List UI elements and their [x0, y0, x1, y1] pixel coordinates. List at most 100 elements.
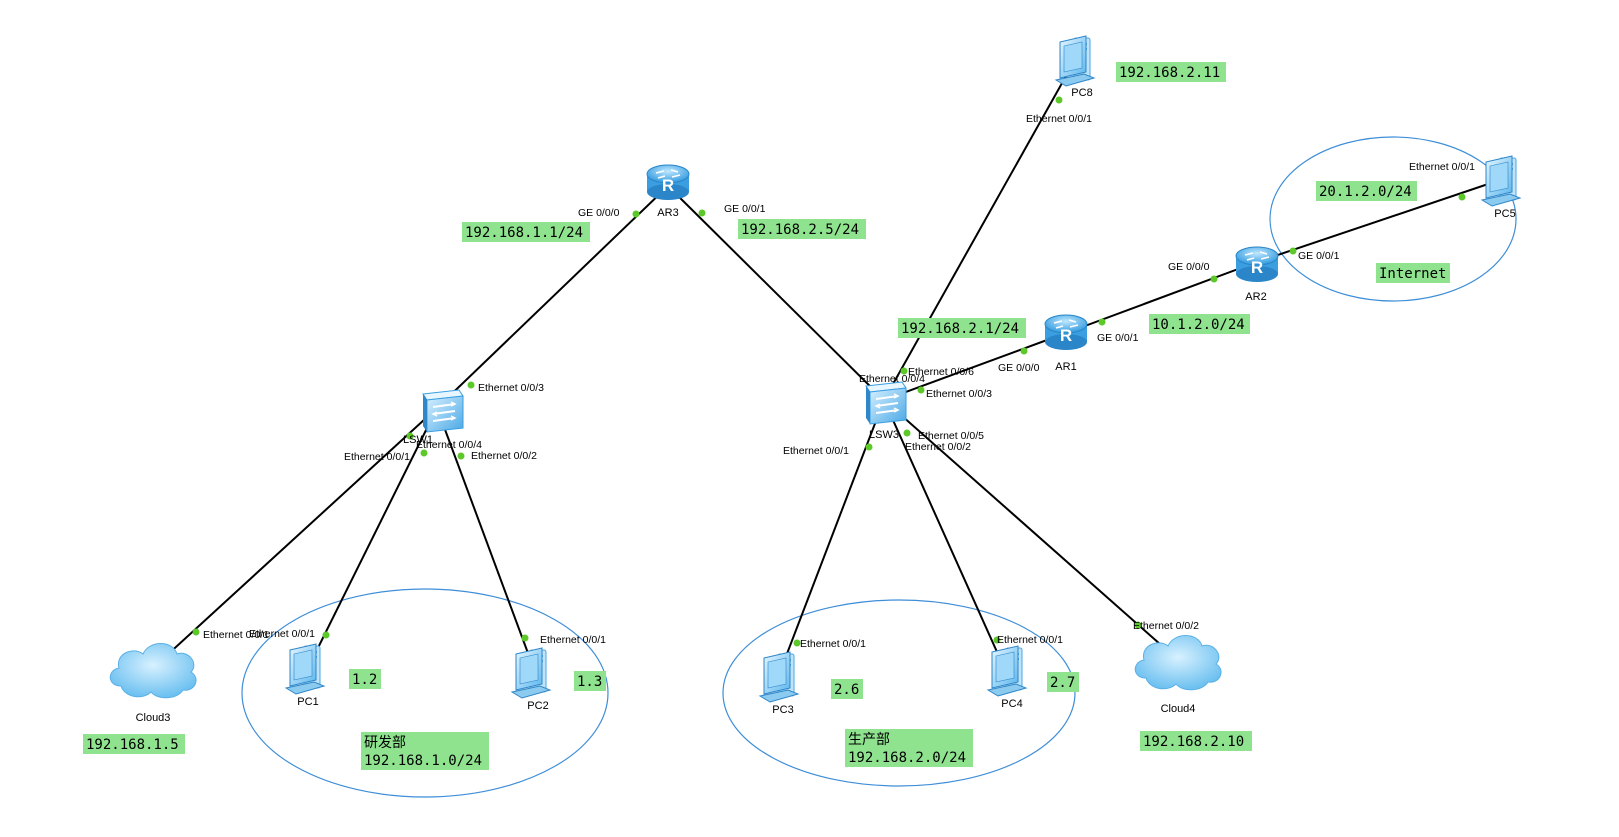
device-label-lsw1: LSW1	[403, 434, 433, 446]
link-ar1-ar2	[1065, 261, 1258, 334]
device-label-pc4: PC4	[1001, 698, 1022, 710]
svg-text:192.168.1.5: 192.168.1.5	[86, 737, 179, 753]
note-ar1-lan-ip: 192.168.2.1/24	[898, 318, 1026, 338]
link-lsw1-pc1	[305, 407, 438, 673]
device-label-lsw3: LSW3	[869, 429, 899, 441]
svg-text:192.168.2.11: 192.168.2.11	[1119, 65, 1220, 81]
pc-pc5[interactable]: PC5	[1481, 155, 1521, 220]
note-internet: Internet	[1376, 263, 1450, 283]
port-label: Ethernet 0/0/6	[908, 366, 974, 378]
port-label: GE 0/0/1	[1298, 250, 1340, 262]
device-label-ar2: AR2	[1245, 291, 1266, 303]
rd-department-net: 192.168.1.0/24	[364, 753, 482, 769]
port-label: Ethernet 0/0/4	[859, 373, 925, 385]
note-production-department: 生产部 192.168.2.0/24	[845, 729, 973, 767]
svg-text:20.1.2.0/24: 20.1.2.0/24	[1319, 184, 1412, 200]
port-label: Ethernet 0/0/1	[344, 451, 410, 463]
port-labels: GE 0/0/0 GE 0/0/1 Ethernet 0/0/3 Etherne…	[203, 113, 1475, 650]
port-label: Ethernet 0/0/1	[997, 634, 1063, 646]
note-net-20: 20.1.2.0/24	[1316, 181, 1417, 201]
svg-text:192.168.1.1/24: 192.168.1.1/24	[465, 225, 583, 241]
svg-text:1.2: 1.2	[352, 672, 377, 688]
cloud-cloud4[interactable]: Cloud4	[1134, 635, 1222, 716]
port-label: Ethernet 0/0/1	[203, 629, 269, 641]
port-indicators	[192, 96, 1466, 647]
device-label-pc1: PC1	[297, 696, 318, 708]
svg-text:192.168.2.1/24: 192.168.2.1/24	[901, 321, 1019, 337]
port-label: Ethernet 0/0/2	[905, 441, 971, 453]
device-label-pc2: PC2	[527, 700, 548, 712]
pc-pc3[interactable]: PC3	[759, 651, 799, 716]
port-label: Ethernet 0/0/3	[478, 382, 544, 394]
port-label: GE 0/0/0	[578, 207, 620, 219]
port-label: Ethernet 0/0/1	[1409, 161, 1475, 173]
link-lsw3-ar1	[883, 332, 1067, 401]
production-department-name: 生产部	[848, 732, 890, 748]
note-ar3-right-ip: 192.168.2.5/24	[738, 219, 866, 239]
router-ar1[interactable]: AR1	[1044, 314, 1088, 373]
note-pc1-ip: 1.2	[349, 669, 381, 689]
port-label: Ethernet 0/0/1	[540, 634, 606, 646]
port-label: GE 0/0/1	[724, 203, 766, 215]
link-lsw3-pc8	[883, 59, 1076, 401]
svg-text:Internet: Internet	[1379, 266, 1446, 282]
link-ar3-lsw1	[436, 185, 669, 409]
router-ar2[interactable]: AR2	[1235, 246, 1279, 303]
port-label: Ethernet 0/0/1	[1026, 113, 1092, 125]
cloud-cloud3[interactable]: Cloud3	[109, 643, 197, 725]
note-pc4-ip: 2.7	[1047, 672, 1079, 692]
note-pc2-ip: 1.3	[574, 671, 606, 691]
note-cloud4-ip: 192.168.2.10	[1140, 731, 1252, 751]
pc-pc1[interactable]: PC1	[285, 643, 325, 708]
rd-department-name: 研发部	[364, 735, 406, 751]
device-label-pc3: PC3	[772, 704, 793, 716]
port-label: GE 0/0/0	[998, 362, 1040, 374]
production-department-zone	[722, 599, 1076, 787]
device-label-pc5: PC5	[1494, 208, 1515, 220]
port-label: GE 0/0/0	[1168, 261, 1210, 273]
svg-text:2.7: 2.7	[1050, 675, 1075, 691]
port-label: Ethernet 0/0/2	[1133, 620, 1199, 632]
svg-text:2.6: 2.6	[834, 682, 859, 698]
port-label: GE 0/0/1	[1097, 332, 1139, 344]
note-net-10: 10.1.2.0/24	[1149, 314, 1250, 334]
port-label: Ethernet 0/0/2	[471, 450, 537, 462]
link-lsw1-cloud3	[152, 407, 438, 669]
link-ar2-pc5	[1256, 179, 1501, 263]
device-label-ar1: AR1	[1055, 361, 1076, 373]
rd-department-zone	[241, 588, 609, 798]
svg-text:192.168.2.5/24: 192.168.2.5/24	[741, 222, 859, 238]
port-label: Ethernet 0/0/1	[783, 445, 849, 457]
device-label-ar3: AR3	[657, 207, 678, 219]
router-ar3[interactable]: AR3	[646, 164, 690, 219]
note-ar3-left-ip: 192.168.1.1/24	[462, 222, 590, 242]
pc-pc4[interactable]: PC4	[987, 645, 1027, 710]
pc-pc8[interactable]: PC8	[1055, 35, 1095, 99]
note-pc3-ip: 2.6	[831, 679, 863, 699]
device-label-cloud3: Cloud3	[136, 712, 171, 724]
internet-zone	[1269, 136, 1517, 302]
port-label: Ethernet 0/0/1	[249, 628, 315, 640]
port-label: Ethernet 0/0/3	[926, 388, 992, 400]
link-lsw3-cloud4	[883, 399, 1179, 661]
port-label: Ethernet 0/0/1	[800, 638, 866, 650]
port-label: Ethernet 0/0/4	[416, 439, 482, 451]
production-department-net: 192.168.2.0/24	[848, 750, 966, 766]
port-label: Ethernet 0/0/5	[918, 430, 984, 442]
device-label-cloud4: Cloud4	[1161, 703, 1196, 715]
note-pc8-ip: 192.168.2.11	[1116, 62, 1226, 82]
device-label-pc8: PC8	[1071, 87, 1092, 99]
note-cloud3-ip: 192.168.1.5	[83, 734, 185, 754]
svg-text:1.3: 1.3	[577, 674, 602, 690]
switch-lsw3[interactable]: LSW3	[865, 381, 907, 441]
svg-text:192.168.2.10: 192.168.2.10	[1143, 734, 1244, 750]
pc-pc2[interactable]: PC2	[511, 647, 551, 712]
switch-lsw1[interactable]: LSW1	[403, 389, 464, 446]
link-lsw1-pc2	[436, 407, 536, 673]
link-ar3-lsw3	[667, 185, 885, 401]
svg-text:10.1.2.0/24: 10.1.2.0/24	[1152, 317, 1245, 333]
link-lsw3-pc4	[883, 399, 1007, 673]
note-rd-department: 研发部 192.168.1.0/24	[361, 732, 489, 770]
